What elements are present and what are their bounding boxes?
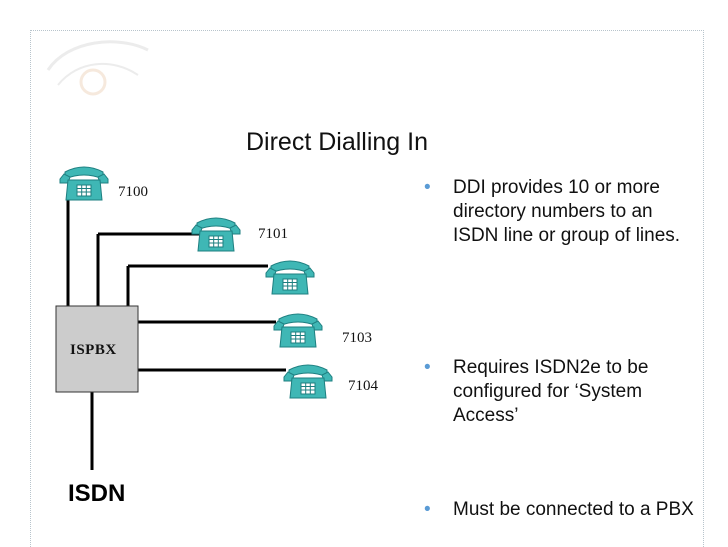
bullet-dot-icon: •: [424, 499, 431, 520]
slide-title: Direct Dialling In: [246, 128, 429, 156]
phone-7104-icon: [283, 364, 333, 399]
bullet-item: • Must be connected to a PBX: [424, 499, 694, 520]
ext-label-7101: 7101: [258, 226, 288, 242]
ext-label-7104: 7104: [348, 378, 378, 394]
phone-7100-icon: [59, 166, 109, 201]
slide-frame: [30, 30, 704, 547]
pbx-label: ISPBX: [70, 342, 117, 358]
phone-7101-icon: [191, 217, 241, 252]
bullet-dot-icon: •: [424, 177, 431, 198]
isdn-label: ISDN: [68, 480, 126, 507]
bullet-item: • DDI provides 10 or more directory numb…: [424, 177, 681, 246]
phone-7102-icon: [265, 260, 315, 295]
bullet-item: • Requires ISDN2e to be configured for ‘…: [424, 357, 649, 426]
watermark-swirl: [46, 40, 149, 96]
phone-7103-icon: [273, 313, 323, 348]
ext-label-7103: 7103: [342, 330, 372, 346]
pbx-box: [55, 305, 139, 393]
connection-lines: [66, 200, 286, 470]
bullet-dot-icon: •: [424, 357, 431, 378]
ext-label-7100: 7100: [118, 184, 148, 200]
